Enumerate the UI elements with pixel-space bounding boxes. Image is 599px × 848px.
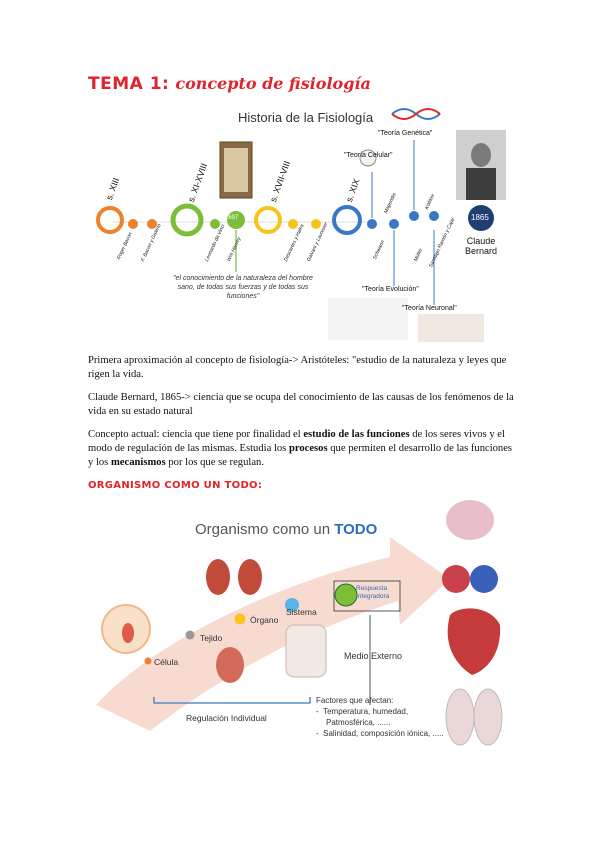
timeline-heading: Historia de la Fisiología xyxy=(238,110,374,125)
factor-text: Temperatura, humedad, xyxy=(323,707,409,716)
factor-text: Patmosférica, ...... xyxy=(326,718,391,727)
level-celula: Célula xyxy=(154,657,179,667)
paragraph-bernard: Claude Bernard, 1865-> ciencia que se oc… xyxy=(88,392,514,417)
factores-title: Factores que afectan: xyxy=(316,696,394,705)
bernard-quote: "el conocimiento de la naturaleza del ho… xyxy=(173,275,313,300)
page-title: TEMA 1: concepto de fisiología xyxy=(88,74,371,94)
factores-block: Factores que afectan: - Temperatura, hum… xyxy=(316,695,444,739)
theory-genetica: "Teoría Genética" xyxy=(378,130,433,137)
factor-item: - Temperatura, humedad, xyxy=(316,707,409,716)
level-sistema: Sistema xyxy=(286,607,317,617)
p3-text: que permiten el desarrollo de las funcio… xyxy=(88,443,513,468)
title-main: concepto de fisiología xyxy=(175,74,371,93)
theory-celular: "Teoría Celular" xyxy=(344,152,393,159)
diagram-title-emph: TODO xyxy=(334,521,378,538)
level-tejido: Tejido xyxy=(200,633,223,643)
response-line-1: Respuesta xyxy=(356,585,388,592)
p3-emph-mecanismos: mecanismos xyxy=(110,457,166,468)
diagram-title-text: Organismo como un xyxy=(195,521,335,538)
section-heading: ORGANISMO COMO UN TODO: xyxy=(88,480,263,491)
p3-emph-funciones: estudio de las funciones xyxy=(303,429,410,440)
factor-item: - Salinidad, composición iónica, ..... xyxy=(316,729,444,738)
p3-text: de los seres vivos y el modo de regulaci… xyxy=(88,429,505,454)
timeline-graphic xyxy=(96,108,506,342)
response-line-2: Integradora xyxy=(356,593,390,600)
title-prefix: TEMA 1: xyxy=(88,74,170,94)
diagram-title: Organismo como un TODO xyxy=(195,521,377,538)
paragraph-aristoteles: Primera aproximación al concepto de fisi… xyxy=(88,355,507,380)
year-badge: 1865 xyxy=(471,213,489,222)
level-organo: Órgano xyxy=(250,615,279,625)
p3-text: Concepto actual: ciencia que tiene por f… xyxy=(88,429,304,440)
factor-text: Salinidad, composición iónica, ..... xyxy=(323,729,444,738)
response-label: Respuesta Integradora xyxy=(356,585,389,601)
timeline-figure: Historia de la Fisiología xyxy=(88,100,518,350)
organism-graphic xyxy=(96,500,503,746)
organism-diagram: Organismo como un TODO Célula Tejido Órg… xyxy=(90,495,510,755)
factor-item: Patmosférica, ...... xyxy=(316,717,444,728)
p3-text: por los que se regulan. xyxy=(165,457,264,468)
bernard-last: Bernard xyxy=(465,246,498,256)
p3-emph-procesos: procesos xyxy=(288,443,328,454)
regulacion-label: Regulación Individual xyxy=(186,713,267,723)
book-badge: 1697 xyxy=(225,215,239,221)
paragraph-concepto: Concepto actual: ciencia que tiene por f… xyxy=(88,428,518,470)
theory-evolucion: "Teoría Evolución" xyxy=(362,286,419,293)
bernard-first: Claude xyxy=(466,236,496,246)
theory-neuronal: "Teoría Neuronal" xyxy=(402,305,457,312)
bernard-label: Claude Bernard xyxy=(465,236,497,256)
medio-externo-label: Medio Externo xyxy=(344,651,403,661)
